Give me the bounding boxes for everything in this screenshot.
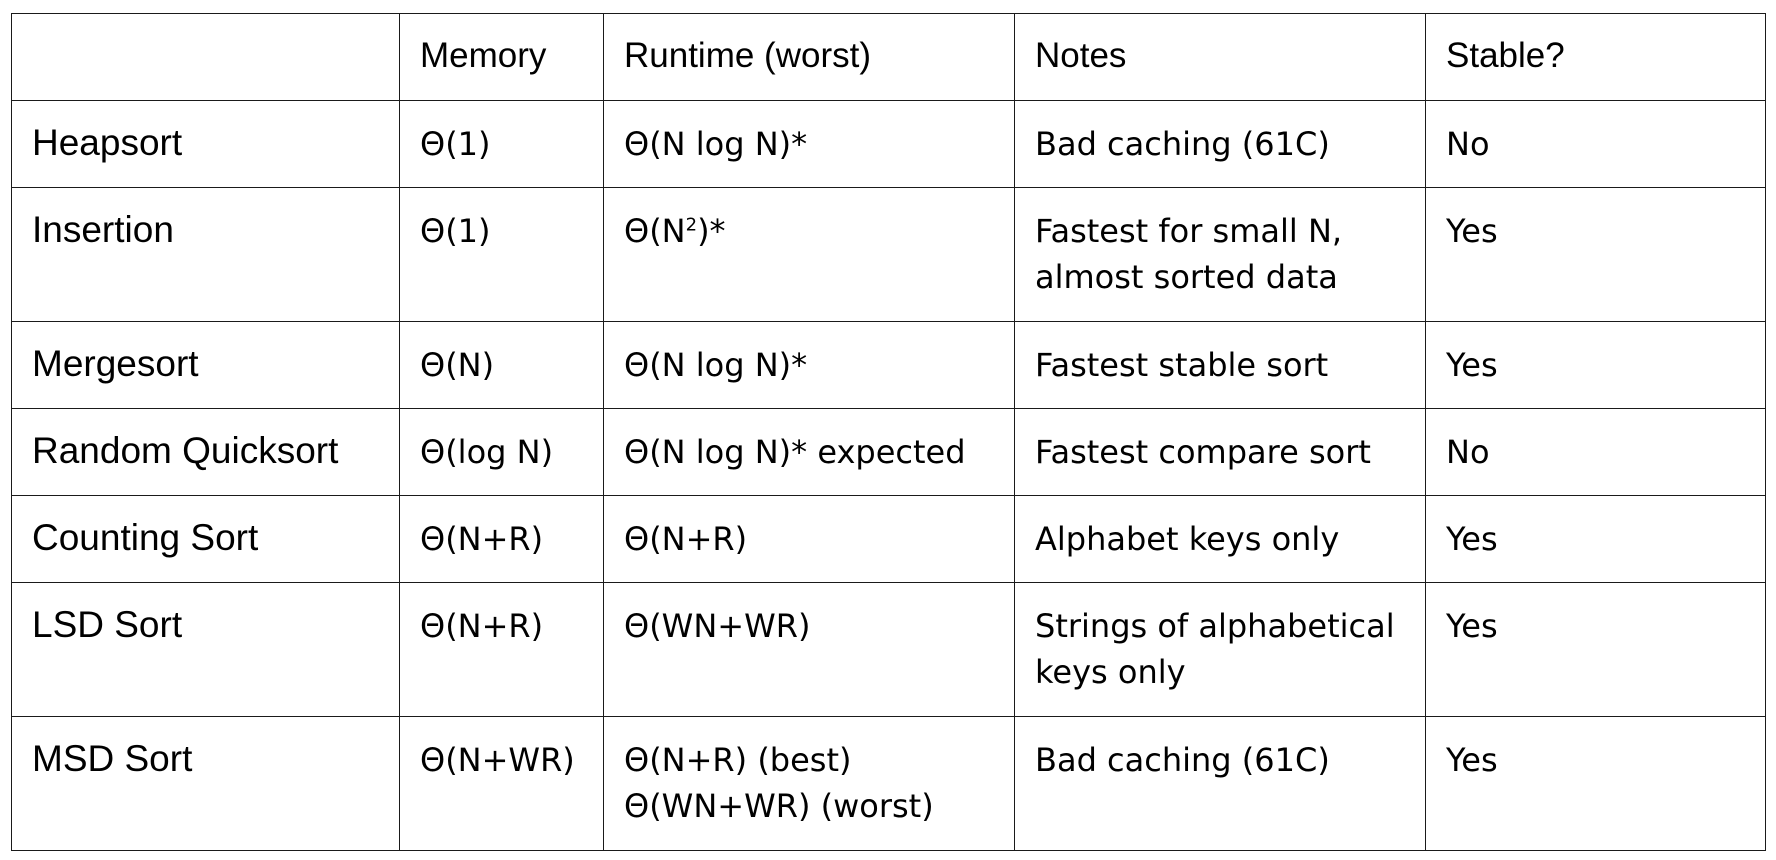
header-cell-runtime: Runtime (worst) — [603, 13, 1015, 101]
stable-cell: Yes — [1425, 495, 1766, 583]
notes-cell: Fastest for small N, almost sorted data — [1014, 187, 1426, 322]
memory-cell: Θ(N+WR) — [399, 716, 604, 851]
algorithm-name: LSD Sort — [11, 582, 400, 717]
runtime-cell: Θ(N log N)* — [603, 321, 1015, 409]
algorithm-name: Counting Sort — [11, 495, 400, 583]
table-row-counting-sort: Counting Sort Θ(N+R) Θ(N+R) Alphabet key… — [11, 495, 1766, 583]
header-row: Memory Runtime (worst) Notes Stable? — [11, 13, 1766, 101]
algorithm-name: Random Quicksort — [11, 408, 400, 496]
notes-cell: Strings of alphabetical keys only — [1014, 582, 1426, 717]
memory-cell: Θ(1) — [399, 187, 604, 322]
notes-cell: Fastest stable sort — [1014, 321, 1426, 409]
header-cell-stable: Stable? — [1425, 13, 1766, 101]
table-row-insertion: Insertion Θ(1) Θ(N2)* Fastest for small … — [11, 187, 1766, 322]
header-cell-algorithm — [11, 13, 400, 101]
memory-cell: Θ(1) — [399, 100, 604, 188]
table-row-msd-sort: MSD Sort Θ(N+WR) Θ(N+R) (best) Θ(WN+WR) … — [11, 716, 1766, 851]
runtime-cell: Θ(N log N)* — [603, 100, 1015, 188]
runtime-exponent: 2 — [685, 214, 698, 236]
table-row-lsd-sort: LSD Sort Θ(N+R) Θ(WN+WR) Strings of alph… — [11, 582, 1766, 717]
notes-cell: Fastest compare sort — [1014, 408, 1426, 496]
table-row-random-quicksort: Random Quicksort Θ(log N) Θ(N log N)* ex… — [11, 408, 1766, 496]
memory-cell: Θ(N+R) — [399, 582, 604, 717]
notes-cell: Bad caching (61C) — [1014, 100, 1426, 188]
stable-cell: Yes — [1425, 582, 1766, 717]
runtime-cell: Θ(N+R) — [603, 495, 1015, 583]
stable-cell: No — [1425, 100, 1766, 188]
header-cell-notes: Notes — [1014, 13, 1426, 101]
notes-cell: Alphabet keys only — [1014, 495, 1426, 583]
runtime-cell: Θ(N2)* — [603, 187, 1015, 322]
runtime-cell: Θ(N+R) (best) Θ(WN+WR) (worst) — [603, 716, 1015, 851]
memory-cell: Θ(N+R) — [399, 495, 604, 583]
stable-cell: Yes — [1425, 187, 1766, 322]
memory-cell: Θ(log N) — [399, 408, 604, 496]
memory-cell: Θ(N) — [399, 321, 604, 409]
stable-cell: Yes — [1425, 321, 1766, 409]
stable-cell: Yes — [1425, 716, 1766, 851]
notes-cell: Bad caching (61C) — [1014, 716, 1426, 851]
table-row-heapsort: Heapsort Θ(1) Θ(N log N)* Bad caching (6… — [11, 100, 1766, 188]
algorithm-name: Insertion — [11, 187, 400, 322]
sort-comparison-table-wrapper: Memory Runtime (worst) Notes Stable? Hea… — [11, 13, 1766, 851]
runtime-prefix: Θ(N — [624, 212, 686, 250]
runtime-suffix: )* — [697, 212, 726, 250]
runtime-cell: Θ(WN+WR) — [603, 582, 1015, 717]
header-cell-memory: Memory — [399, 13, 604, 101]
runtime-cell: Θ(N log N)* expected — [603, 408, 1015, 496]
algorithm-name: Mergesort — [11, 321, 400, 409]
table-row-mergesort: Mergesort Θ(N) Θ(N log N)* Fastest stabl… — [11, 321, 1766, 409]
algorithm-name: Heapsort — [11, 100, 400, 188]
stable-cell: No — [1425, 408, 1766, 496]
sort-comparison-table: Memory Runtime (worst) Notes Stable? Hea… — [11, 13, 1766, 851]
algorithm-name: MSD Sort — [11, 716, 400, 851]
